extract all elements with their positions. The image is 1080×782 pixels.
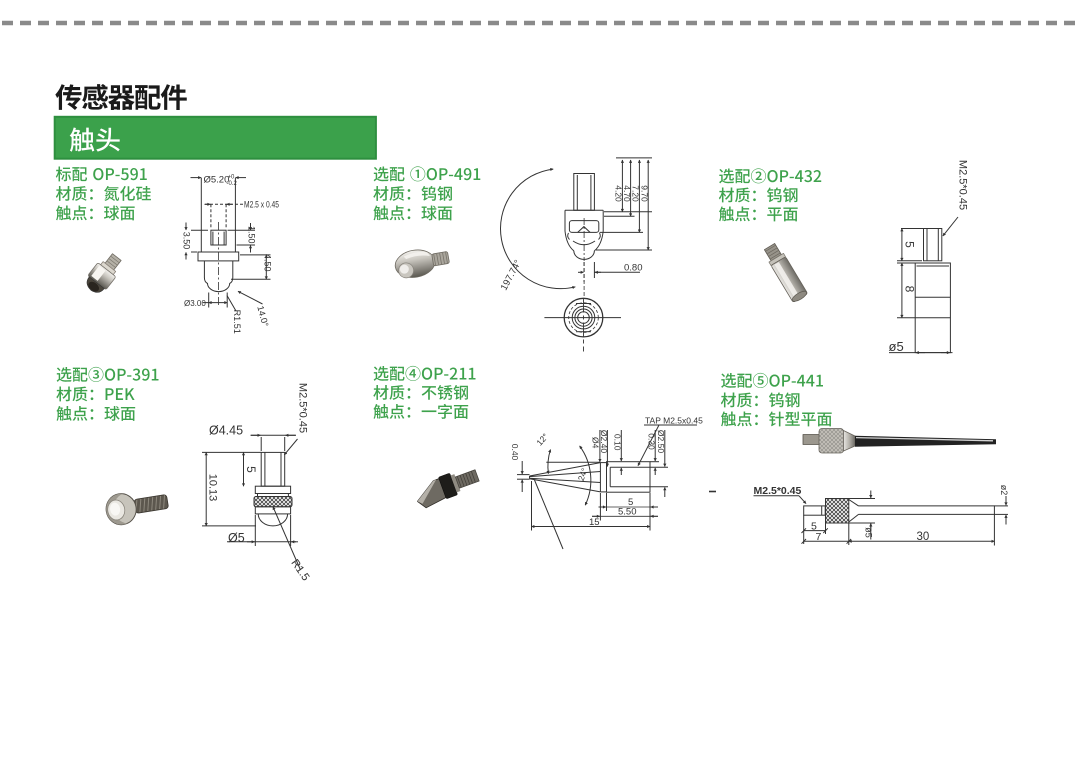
- svg-text:3.50: 3.50: [182, 232, 192, 250]
- svg-text:ø5: ø5: [889, 339, 904, 354]
- svg-text:1.50: 1.50: [247, 226, 257, 244]
- svg-text:4.20: 4.20: [614, 185, 624, 202]
- svg-text:ø2: ø2: [999, 485, 1009, 496]
- svg-text:7.20: 7.20: [631, 185, 641, 202]
- svg-text:5: 5: [244, 466, 258, 473]
- svg-text:0.10: 0.10: [612, 434, 622, 451]
- svg-text:M2.5*0.45: M2.5*0.45: [754, 485, 802, 497]
- svg-text:5: 5: [628, 497, 633, 508]
- svg-text:ø5: ø5: [864, 527, 874, 538]
- svg-text:R1.51: R1.51: [232, 310, 242, 334]
- svg-text:M2.5*0.45: M2.5*0.45: [957, 160, 969, 210]
- svg-text:197.74°: 197.74°: [499, 258, 524, 292]
- svg-text:4.70: 4.70: [622, 185, 632, 202]
- svg-text:+0: +0: [228, 175, 236, 181]
- svg-text:0.80: 0.80: [624, 263, 643, 274]
- svg-text:7: 7: [816, 531, 822, 543]
- svg-text:4.50: 4.50: [262, 254, 272, 272]
- svg-text:8: 8: [902, 286, 916, 293]
- svg-text:30: 30: [917, 531, 930, 543]
- svg-text:0.40: 0.40: [510, 444, 520, 461]
- svg-text:TAP M2.5x0.45: TAP M2.5x0.45: [645, 416, 703, 426]
- svg-text:10.13: 10.13: [207, 474, 219, 502]
- svg-text:Ø4.45: Ø4.45: [209, 424, 243, 438]
- svg-text:15: 15: [589, 517, 600, 528]
- svg-text:5: 5: [811, 521, 817, 533]
- svg-text:0.30: 0.30: [646, 433, 656, 450]
- svg-text:Ø5: Ø5: [228, 531, 245, 545]
- svg-text:14.0°: 14.0°: [255, 305, 270, 328]
- svg-text:Ø2.50: Ø2.50: [656, 430, 666, 453]
- svg-text:R1.5: R1.5: [288, 557, 311, 583]
- svg-text:M2.5 x 0.45: M2.5 x 0.45: [244, 200, 279, 210]
- svg-text:-0.2: -0.2: [227, 181, 238, 187]
- svg-text:12°: 12°: [534, 431, 550, 447]
- svg-text:Ø3.00: Ø3.00: [184, 299, 206, 308]
- svg-text:Ø5.20: Ø5.20: [204, 175, 230, 186]
- svg-text:9.70: 9.70: [639, 185, 649, 202]
- svg-text:Ø2.40: Ø2.40: [599, 430, 609, 453]
- svg-text:M2.5*0.45: M2.5*0.45: [297, 383, 309, 433]
- svg-text:Ø4: Ø4: [590, 437, 600, 449]
- svg-text:5: 5: [902, 241, 916, 248]
- svg-text:24°: 24°: [576, 467, 590, 483]
- svg-text:5.50: 5.50: [618, 507, 637, 518]
